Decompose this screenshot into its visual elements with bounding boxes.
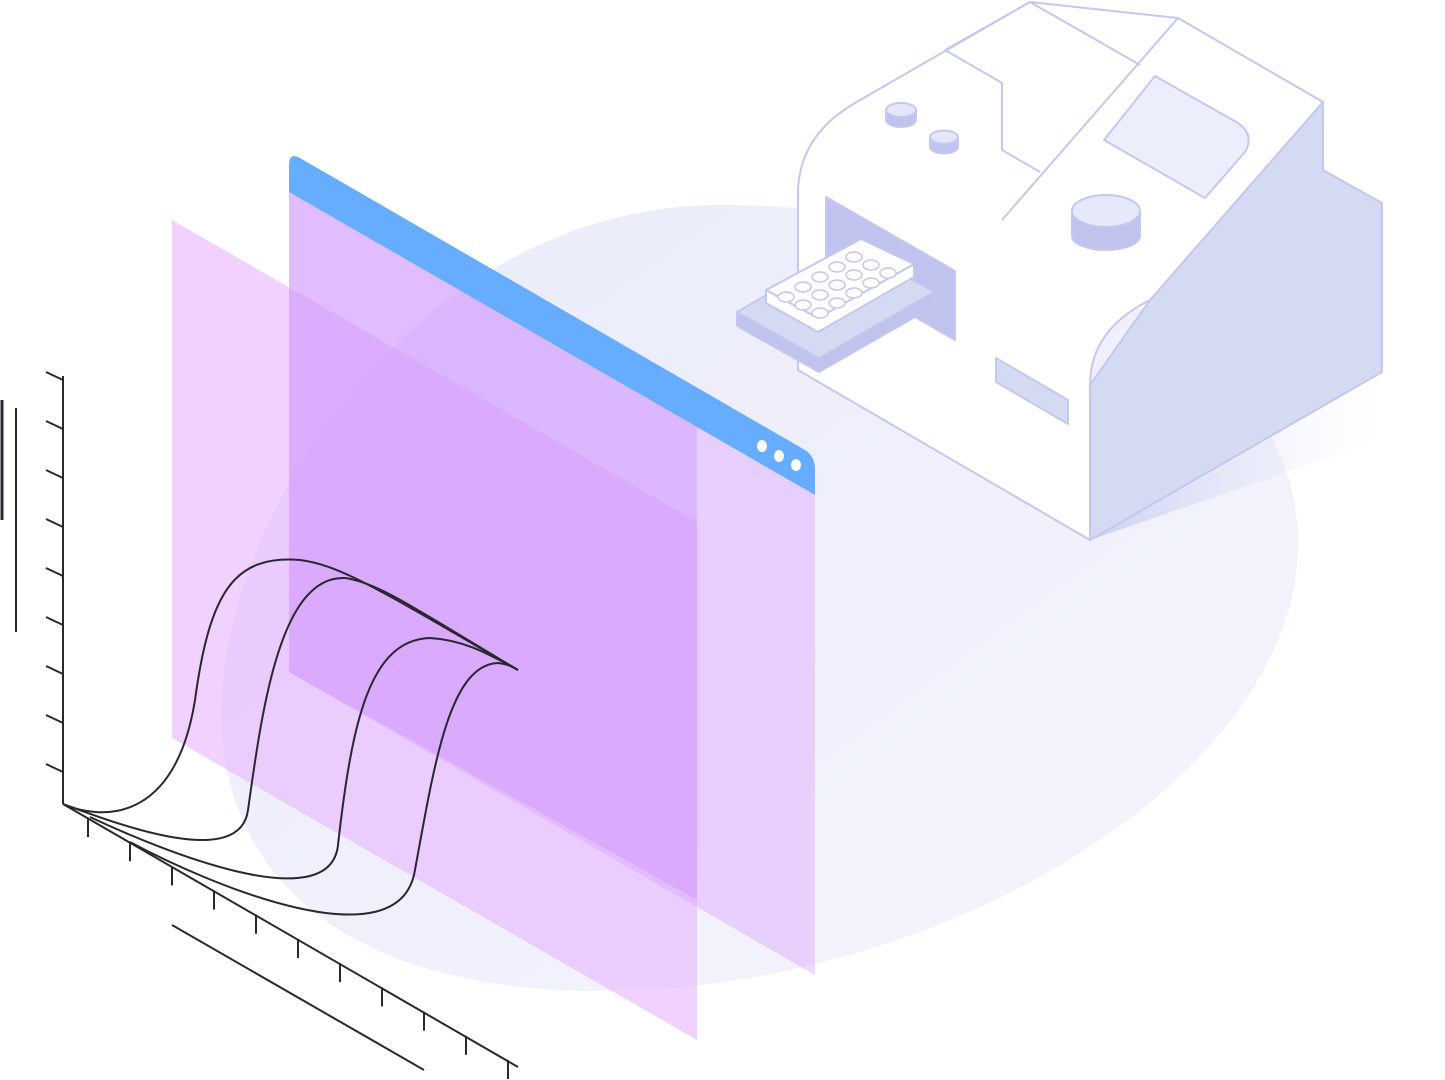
machine-top-seam <box>944 49 1041 173</box>
y-axis-tick <box>45 518 64 528</box>
curve-2 <box>62 576 519 842</box>
y-axis-ticks <box>45 371 64 773</box>
pcr-thermocycler-icon <box>736 1 1383 541</box>
sample-well <box>879 267 897 279</box>
y-axis-tick <box>45 763 64 773</box>
y-axis-tick <box>45 616 64 626</box>
browser-window <box>289 156 815 975</box>
curve-3 <box>89 636 519 880</box>
sample-well <box>811 271 829 283</box>
sample-well <box>794 281 812 293</box>
control-knob-1[interactable] <box>885 102 917 128</box>
machine-lid-edge <box>1029 1 1141 66</box>
sample-well <box>845 287 863 299</box>
y-axis-tick <box>45 567 64 577</box>
sample-well <box>828 297 846 309</box>
main-dial-button[interactable] <box>1071 194 1141 251</box>
sample-well <box>777 291 795 303</box>
control-knob-2[interactable] <box>929 129 959 155</box>
sample-well <box>794 299 812 311</box>
y-axis-tick <box>45 371 64 381</box>
y-axis-tick <box>45 469 64 479</box>
y-axis-tick <box>45 665 64 675</box>
sample-well <box>811 307 829 319</box>
sample-well <box>828 279 846 291</box>
machine-display-screen <box>1103 75 1250 199</box>
x-axis-ticks <box>87 818 509 1079</box>
y-axis-tick <box>45 714 64 724</box>
sample-well <box>862 277 880 289</box>
window-overlap <box>289 192 697 900</box>
well-plate-icon[interactable] <box>736 238 935 373</box>
amplification-curves <box>62 558 519 916</box>
y-axis-tick <box>45 420 64 430</box>
machine-top-edge <box>944 1 1031 51</box>
machine-vent <box>995 357 1069 425</box>
plot-axes <box>62 376 519 1071</box>
sample-well <box>845 269 863 281</box>
machine-lid-seam <box>1001 17 1179 221</box>
sample-well <box>828 261 846 273</box>
sample-wells <box>777 251 897 319</box>
sample-well <box>811 289 829 301</box>
window-body <box>289 192 815 975</box>
curve-4 <box>129 661 519 916</box>
back-panel <box>172 220 697 1040</box>
window-title-bar <box>289 156 815 495</box>
sample-well <box>845 251 863 263</box>
sample-well <box>862 259 880 271</box>
window-menu-icon[interactable] <box>757 440 801 471</box>
